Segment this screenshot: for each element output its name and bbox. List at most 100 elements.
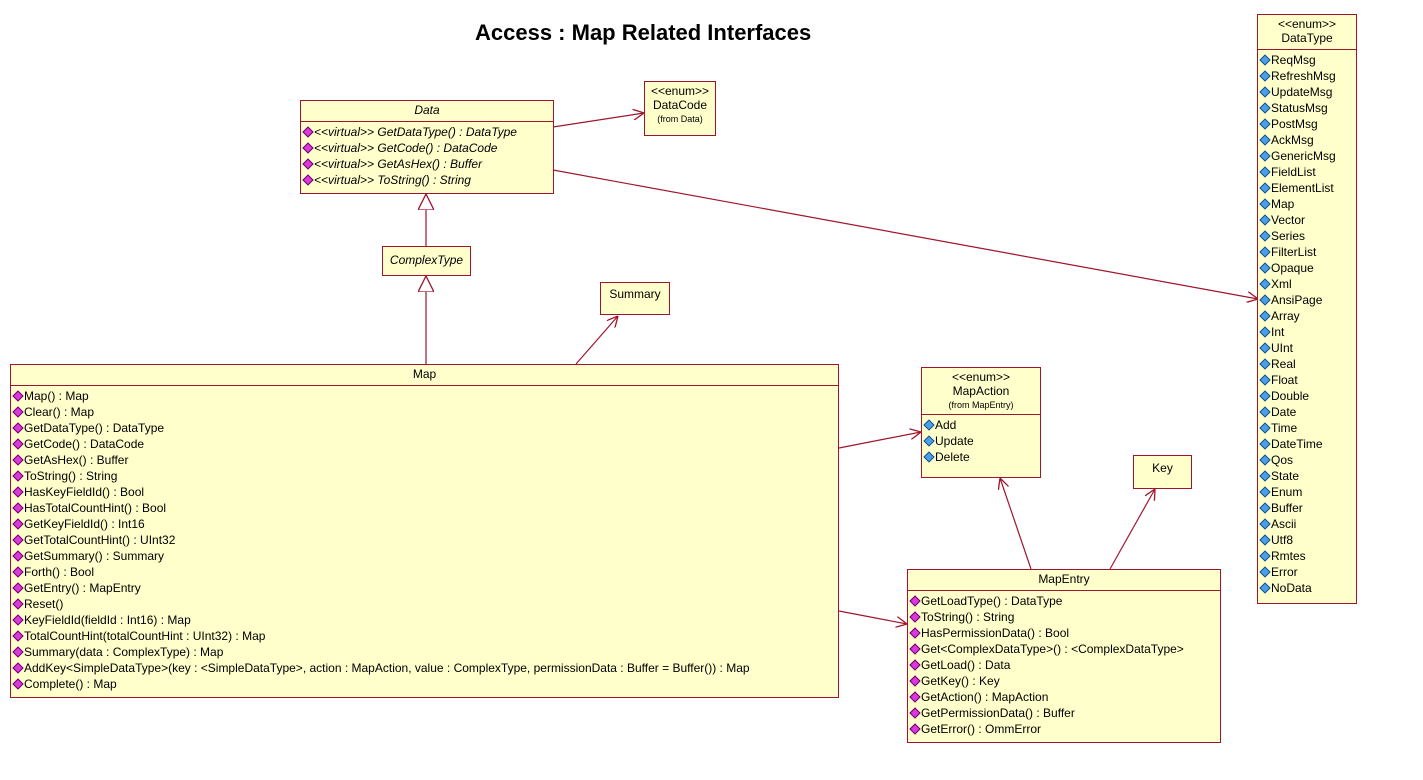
- operation-row[interactable]: Complete() : Map: [12, 676, 835, 692]
- enum-literal-row[interactable]: AckMsg: [1259, 132, 1353, 148]
- enum-literal-row-label: Array: [1271, 309, 1300, 323]
- operation-row[interactable]: GetPermissionData() : Buffer: [909, 705, 1217, 721]
- enum-literal-row[interactable]: Error: [1259, 564, 1353, 580]
- enum-literal-row[interactable]: Qos: [1259, 452, 1353, 468]
- operation-row[interactable]: GetTotalCountHint() : UInt32: [12, 532, 835, 548]
- datacode-enum[interactable]: <<enum>> DataCode (from Data): [644, 81, 716, 136]
- operation-row[interactable]: <<virtual>> GetCode() : DataCode: [302, 140, 550, 156]
- enum-literal-row[interactable]: RefreshMsg: [1259, 68, 1353, 84]
- enum-literal-row[interactable]: Float: [1259, 372, 1353, 388]
- enum-literal-row-label: Add: [935, 418, 957, 432]
- operation-row[interactable]: GetError() : OmmError: [909, 721, 1217, 737]
- enum-literal-row[interactable]: Utf8: [1259, 532, 1353, 548]
- operation-row[interactable]: GetCode() : DataCode: [12, 436, 835, 452]
- enum-literal-row[interactable]: DateTime: [1259, 436, 1353, 452]
- enum-literal-row[interactable]: Add: [923, 417, 1037, 433]
- enum-literal-row[interactable]: Vector: [1259, 212, 1353, 228]
- enum-literal-row[interactable]: PostMsg: [1259, 116, 1353, 132]
- operation-row[interactable]: Map() : Map: [12, 388, 835, 404]
- enum-literal-row[interactable]: AnsiPage: [1259, 292, 1353, 308]
- operation-row[interactable]: <<virtual>> ToString() : String: [302, 172, 550, 188]
- enum-literal-row[interactable]: Array: [1259, 308, 1353, 324]
- operation-row[interactable]: HasTotalCountHint() : Bool: [12, 500, 835, 516]
- operation-row[interactable]: Forth() : Bool: [12, 564, 835, 580]
- enum-literal-row[interactable]: State: [1259, 468, 1353, 484]
- operation-row[interactable]: KeyFieldId(fieldId : Int16) : Map: [12, 612, 835, 628]
- operation-row-label: GetLoad() : Data: [921, 658, 1011, 672]
- operation-row[interactable]: GetKeyFieldId() : Int16: [12, 516, 835, 532]
- enum-literal-row[interactable]: Real: [1259, 356, 1353, 372]
- operation-row[interactable]: GetKey() : Key: [909, 673, 1217, 689]
- key-class[interactable]: Key: [1133, 455, 1192, 489]
- enum-literal-row-label: Xml: [1271, 277, 1292, 291]
- complextype-class[interactable]: ComplexType: [382, 246, 471, 276]
- operation-row[interactable]: <<virtual>> GetDataType() : DataType: [302, 124, 550, 140]
- blue-diamond-icon: [1259, 230, 1271, 242]
- enum-literal-row[interactable]: Ascii: [1259, 516, 1353, 532]
- operation-row-label: TotalCountHint(totalCountHint : UInt32) …: [24, 629, 266, 643]
- operation-row[interactable]: GetLoad() : Data: [909, 657, 1217, 673]
- operation-row-label: Get<ComplexDataType>() : <ComplexDataTyp…: [921, 642, 1184, 656]
- operation-row-label: Reset(): [24, 597, 64, 611]
- operation-row[interactable]: Get<ComplexDataType>() : <ComplexDataTyp…: [909, 641, 1217, 657]
- operation-row[interactable]: GetLoadType() : DataType: [909, 593, 1217, 609]
- operation-row[interactable]: HasKeyFieldId() : Bool: [12, 484, 835, 500]
- map-class-name: Map: [412, 367, 437, 381]
- operation-row[interactable]: Summary(data : ComplexType) : Map: [12, 644, 835, 660]
- magenta-diamond-icon: [12, 422, 24, 434]
- enum-literal-row[interactable]: StatusMsg: [1259, 100, 1353, 116]
- enum-literal-row-label: Real: [1271, 357, 1296, 371]
- enum-literal-row[interactable]: Int: [1259, 324, 1353, 340]
- summary-class[interactable]: Summary: [600, 282, 670, 315]
- enum-literal-row-label: Enum: [1271, 485, 1303, 499]
- enum-literal-row[interactable]: GenericMsg: [1259, 148, 1353, 164]
- enum-literal-row[interactable]: Buffer: [1259, 500, 1353, 516]
- operation-row[interactable]: TotalCountHint(totalCountHint : UInt32) …: [12, 628, 835, 644]
- enum-literal-row[interactable]: FilterList: [1259, 244, 1353, 260]
- operation-row[interactable]: <<virtual>> GetAsHex() : Buffer: [302, 156, 550, 172]
- operation-row[interactable]: ToString() : String: [909, 609, 1217, 625]
- enum-literal-row[interactable]: Update: [923, 433, 1037, 449]
- operation-row[interactable]: AddKey<SimpleDataType>(key : <SimpleData…: [12, 660, 835, 676]
- enum-literal-row[interactable]: Map: [1259, 196, 1353, 212]
- blue-diamond-icon: [1259, 134, 1271, 146]
- operation-row[interactable]: Clear() : Map: [12, 404, 835, 420]
- operation-row-label: <<virtual>> GetAsHex() : Buffer: [314, 157, 483, 171]
- enum-literal-row[interactable]: Opaque: [1259, 260, 1353, 276]
- enum-literal-row-label: FieldList: [1271, 165, 1316, 179]
- operation-row[interactable]: GetEntry() : MapEntry: [12, 580, 835, 596]
- enum-literal-row[interactable]: UInt: [1259, 340, 1353, 356]
- enum-literal-row[interactable]: Enum: [1259, 484, 1353, 500]
- enum-literal-row[interactable]: UpdateMsg: [1259, 84, 1353, 100]
- enum-literal-row[interactable]: NoData: [1259, 580, 1353, 596]
- magenta-diamond-icon: [12, 518, 24, 530]
- enum-literal-row[interactable]: Date: [1259, 404, 1353, 420]
- enum-literal-row[interactable]: Time: [1259, 420, 1353, 436]
- operation-row[interactable]: GetAsHex() : Buffer: [12, 452, 835, 468]
- enum-literal-row[interactable]: ReqMsg: [1259, 52, 1353, 68]
- operation-row[interactable]: GetDataType() : DataType: [12, 420, 835, 436]
- operation-row[interactable]: Reset(): [12, 596, 835, 612]
- magenta-diamond-icon: [12, 534, 24, 546]
- enum-literal-row[interactable]: Xml: [1259, 276, 1353, 292]
- enum-literal-row[interactable]: Double: [1259, 388, 1353, 404]
- enum-literal-row[interactable]: FieldList: [1259, 164, 1353, 180]
- enum-literal-row[interactable]: ElementList: [1259, 180, 1353, 196]
- magenta-diamond-icon: [12, 662, 24, 674]
- operation-row[interactable]: GetSummary() : Summary: [12, 548, 835, 564]
- datatype-association: [552, 169, 1258, 299]
- enum-literal-row[interactable]: Series: [1259, 228, 1353, 244]
- operation-row[interactable]: GetAction() : MapAction: [909, 689, 1217, 705]
- enum-literal-row[interactable]: Delete: [923, 449, 1037, 465]
- operation-row[interactable]: HasPermissionData() : Bool: [909, 625, 1217, 641]
- magenta-diamond-icon: [12, 454, 24, 466]
- operation-row[interactable]: ToString() : String: [12, 468, 835, 484]
- enum-literal-row[interactable]: Rmtes: [1259, 548, 1353, 564]
- datacode-stereotype: <<enum>>: [650, 84, 710, 98]
- data-class[interactable]: Data <<virtual>> GetDataType() : DataTyp…: [300, 100, 554, 194]
